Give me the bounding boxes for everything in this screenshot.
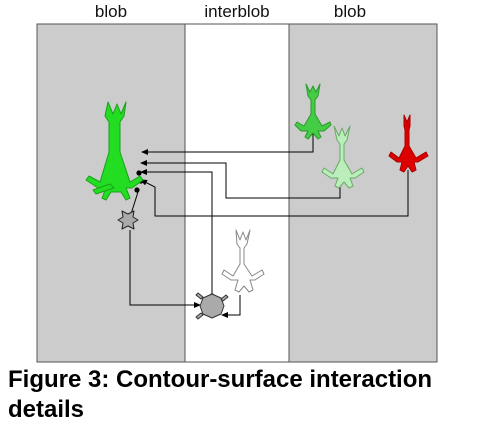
interblob-label: interblob [204,2,269,21]
source-neuron-pale-green [321,125,365,189]
connector-green-to-target [141,133,314,155]
left-blob-region [36,23,186,363]
blob-interblob-diagram: blob interblob blob [36,2,438,363]
interblob-neuron-white [221,229,265,293]
caption-line-2: details [8,396,85,423]
figure-caption: Figure 3: Contour-surface interaction de… [8,365,488,425]
gray-interneuron-small [117,210,139,230]
right-blob-label: blob [334,2,366,21]
left-blob-label: blob [95,2,127,21]
synapse-dot [134,187,140,193]
connector-lines [129,133,409,318]
right-blob-region [288,23,438,363]
caption-line-1: Figure 3: Contour-surface interaction [8,366,433,393]
connector-gray-to-target [140,169,213,296]
connector-gray-to-gray [129,230,201,308]
source-neuron-red [388,114,429,173]
synapse-dot [136,170,142,176]
connector-small-to-target [130,191,139,215]
connector-red-to-target [140,170,409,217]
interblob-region [184,23,290,363]
connector-pale-green-to-target [140,160,341,199]
source-neuron-green [294,83,332,140]
target-neuron-green [85,101,144,201]
gray-interneuron-large [195,292,229,320]
connector-white-to-gray [221,295,241,318]
